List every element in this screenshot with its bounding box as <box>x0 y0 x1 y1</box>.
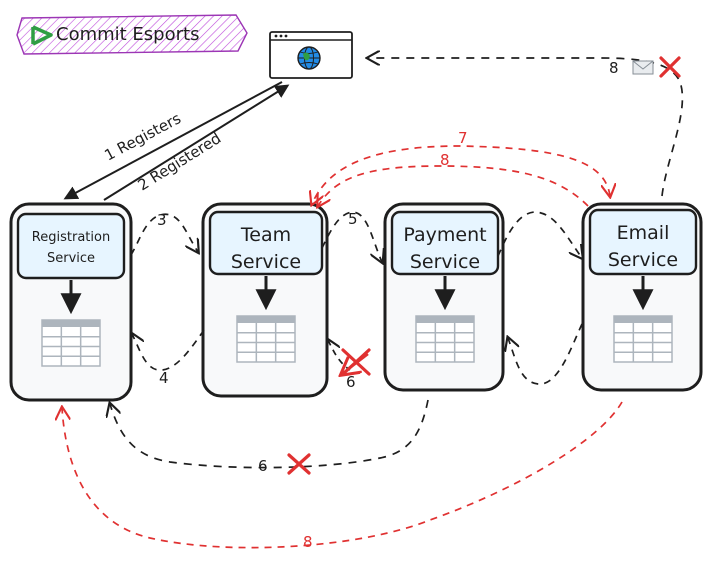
service-name-line2: Service <box>231 251 301 273</box>
email-to-team-arrow-7 <box>312 145 610 204</box>
email-to-team-label-7: 7 <box>458 129 468 147</box>
web-browser-globe-icon <box>297 46 321 70</box>
team-to-reg-label: 4 <box>159 369 169 387</box>
service-name-line1: Registration <box>32 230 110 245</box>
failure-cross-icon <box>659 56 681 78</box>
service-name-line1: Team <box>240 224 291 246</box>
service-name-line2: Service <box>47 251 95 266</box>
email-to-reg-arrow <box>62 401 623 549</box>
brand-badge: Commit Esports <box>16 14 248 55</box>
envelope-icon <box>632 60 654 75</box>
payment-fail-reg-label: 6 <box>258 457 268 475</box>
brand-name: Commit Esports <box>56 24 199 45</box>
service-title-box <box>390 210 500 276</box>
team-to-payment-label: 5 <box>348 210 358 228</box>
client-registration-arrows: 1 Registers 2 Registered <box>63 81 290 201</box>
payment-fail-team-label: 6 <box>346 373 356 391</box>
email-to-reg-label: 8 <box>303 533 313 551</box>
service-name-line2: Service <box>608 249 678 271</box>
failure-cross-icon <box>287 453 311 475</box>
service-title-box <box>16 212 126 280</box>
service-title-box <box>588 208 698 276</box>
registers-arrow <box>63 81 283 200</box>
services-layer: RegistrationServiceTeamServicePaymentSer… <box>9 202 703 402</box>
service-flows: 3 4 5 6 6 8 <box>110 58 684 475</box>
failure-cross-icon <box>341 348 371 376</box>
service-title-box <box>208 210 324 276</box>
database-table-icon <box>415 315 475 363</box>
email-to-team-arrow-8 <box>318 165 589 206</box>
play-logo-icon <box>31 25 53 46</box>
registered-arrow <box>103 84 290 201</box>
team-to-reg-arrow <box>132 329 205 371</box>
email-to-team-label-8: 8 <box>440 151 450 169</box>
web-client <box>269 31 353 79</box>
reg-to-team-label: 3 <box>157 211 167 229</box>
reg-to-team-arrow <box>130 213 198 256</box>
brand-badge-shape <box>16 14 248 55</box>
database-table-icon <box>613 315 673 363</box>
database-table-icon <box>236 315 296 363</box>
team-to-payment-arrow <box>321 211 382 262</box>
email-to-payment-arrow <box>508 323 583 385</box>
payment-to-email-arrow <box>497 211 582 258</box>
service-name-line1: Email <box>617 222 670 244</box>
service-name-line2: Service <box>410 251 480 273</box>
service-name-line1: Payment <box>403 224 486 246</box>
email-to-client-label: 8 <box>609 59 619 77</box>
email-callback-flows: 7 8 8 <box>62 129 623 551</box>
email-to-client-arrow <box>368 58 684 197</box>
database-table-icon <box>41 319 101 367</box>
payment-to-reg-failed-arrow <box>110 399 429 469</box>
